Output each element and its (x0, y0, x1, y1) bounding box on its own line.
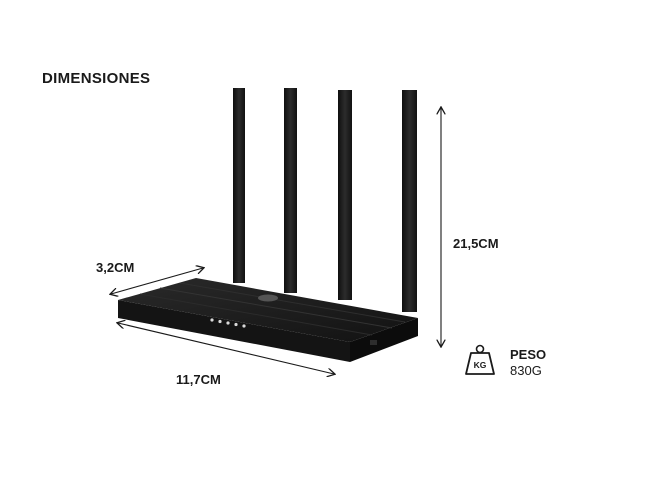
weight-value: 830G (510, 363, 542, 378)
length-label: 11,7CM (176, 372, 221, 387)
length-arrow (118, 323, 334, 374)
antenna-3 (338, 90, 352, 300)
router-body (118, 278, 418, 362)
width-arrow (111, 268, 203, 294)
antenna-1 (233, 88, 245, 283)
weight-title: PESO (510, 347, 547, 362)
page-title: DIMENSIONES (42, 70, 151, 87)
height-label: 21,5CM (453, 236, 499, 251)
antenna-4 (402, 90, 417, 312)
weight-icon-text: KG (474, 360, 487, 370)
width-label: 3,2CM (96, 260, 135, 275)
antenna-2 (284, 88, 297, 293)
weight-kg-icon: KG (465, 344, 495, 375)
